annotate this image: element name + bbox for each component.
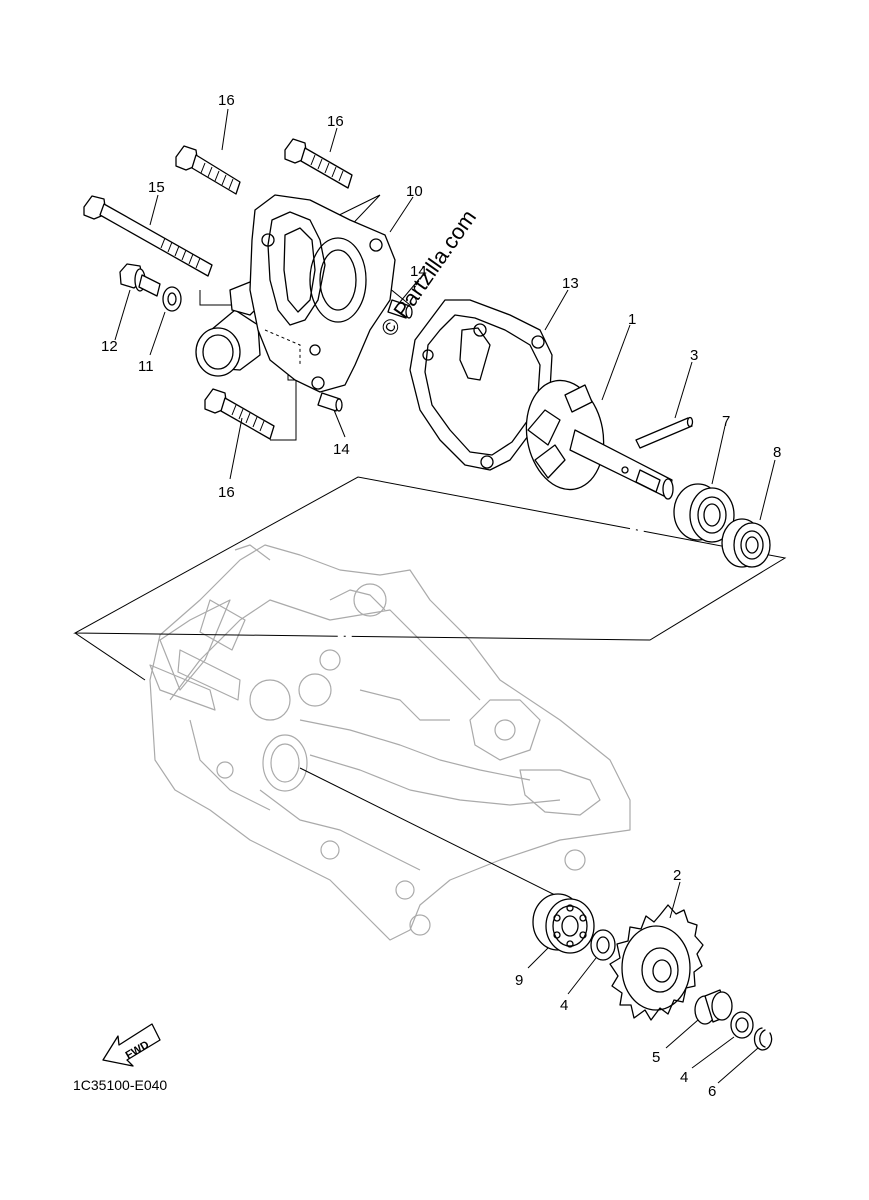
gasket-13	[409, 299, 553, 471]
callout-15: 15	[148, 179, 165, 196]
bolt-12-flange	[119, 263, 161, 297]
callout-labels: 16 16 15 10 14 12 11 13 1 3 7 8 14 16 2 …	[101, 92, 781, 1100]
bolt-15-long	[83, 195, 213, 277]
diagram-code: 1C35100-E040	[73, 1077, 167, 1093]
bolt-16-upper-left	[175, 145, 241, 195]
callout-16-top-left: 16	[218, 92, 235, 109]
callout-11: 11	[138, 358, 154, 375]
callout-16-bottom: 16	[218, 484, 235, 501]
callout-13: 13	[562, 275, 579, 292]
callout-2: 2	[673, 867, 681, 884]
callout-12: 12	[101, 338, 118, 355]
gear-2	[609, 904, 704, 1021]
collar-5	[694, 989, 733, 1025]
callout-8: 8	[773, 444, 781, 461]
callout-9: 9	[515, 972, 523, 989]
callout-7: 7	[722, 413, 730, 430]
callout-3: 3	[690, 347, 698, 364]
impeller-shaft-1	[525, 379, 674, 500]
callout-14-upper: 14	[410, 263, 427, 280]
leader-lines	[114, 108, 776, 1084]
dowel-pin-14-upper	[387, 299, 413, 319]
fwd-arrow-icon: FWD	[102, 1023, 161, 1067]
crankcase-ghost	[149, 544, 631, 941]
bolt-16-upper-right	[284, 138, 353, 189]
callout-4-upper: 4	[560, 997, 568, 1014]
oil-seal-8	[721, 518, 771, 568]
pump-cover-10	[195, 194, 396, 393]
callout-6: 6	[708, 1083, 716, 1100]
bearing-9	[532, 893, 595, 954]
pin-3	[635, 416, 694, 449]
bearing-7	[673, 483, 735, 543]
washer-4-upper	[590, 929, 616, 961]
washer-11	[162, 286, 182, 312]
bolt-16-lower	[204, 388, 275, 440]
callout-4-lower: 4	[680, 1069, 688, 1086]
callout-10: 10	[406, 183, 423, 200]
callout-1: 1	[628, 311, 636, 328]
callout-16-top-right: 16	[327, 113, 344, 130]
callout-5: 5	[652, 1049, 660, 1066]
callout-14-lower: 14	[333, 441, 350, 458]
dowel-pin-14-lower	[317, 392, 343, 412]
washer-4-lower	[730, 1011, 754, 1039]
circlip-6	[753, 1027, 773, 1051]
